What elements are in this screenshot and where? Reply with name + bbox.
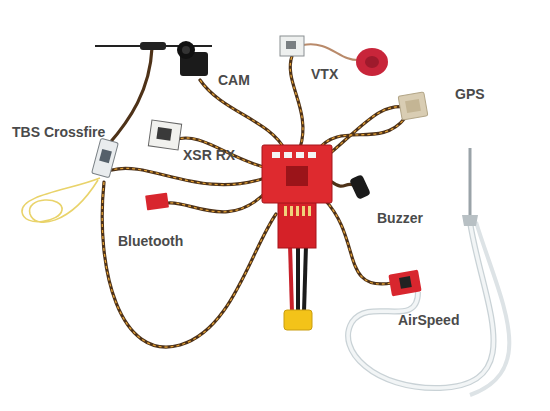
antenna-cable — [108, 48, 152, 145]
pitot-tube — [348, 222, 493, 388]
connector-group — [272, 152, 316, 158]
xsr-chip — [156, 127, 172, 141]
wire-group — [102, 48, 410, 347]
part-label: GPS — [455, 86, 485, 102]
wire — [168, 190, 268, 212]
wire-stripe — [168, 190, 268, 212]
crossfire-case — [92, 138, 119, 177]
connector — [272, 152, 280, 158]
antenna-hub — [140, 42, 166, 50]
pin-group — [284, 206, 311, 216]
crossfire-module — [92, 138, 119, 177]
pin — [296, 206, 299, 216]
wire-stripe — [322, 107, 410, 160]
wire — [102, 182, 276, 347]
vtx-antenna — [356, 48, 388, 76]
part-label: Bluetooth — [118, 233, 183, 249]
wire — [175, 138, 268, 168]
wire-stripe — [102, 182, 276, 347]
camera-lens-glass — [182, 46, 190, 54]
airspeed-board — [388, 270, 421, 297]
crossfire-chip — [99, 149, 112, 163]
wire-stripe — [200, 80, 285, 150]
pdb-board — [278, 200, 316, 248]
wire-stripe — [112, 168, 265, 184]
wire-stripe-group — [102, 56, 410, 347]
pitot-tube — [470, 222, 509, 395]
part-label: VTX — [311, 66, 338, 82]
part-label: AirSpeed — [398, 312, 459, 328]
part-label: CAM — [218, 72, 250, 88]
gps-patch — [405, 99, 421, 113]
vtx-board — [280, 36, 304, 56]
wire — [112, 168, 265, 184]
antenna-wire — [22, 178, 100, 222]
flight-controller — [262, 145, 332, 203]
fc-chip — [286, 166, 308, 186]
pin — [302, 206, 305, 216]
xt60-connector — [284, 310, 312, 330]
wire — [200, 80, 285, 150]
part-label: XSR RX — [183, 147, 235, 163]
pitot-fitting — [462, 215, 478, 226]
xsr-receiver — [148, 120, 181, 150]
pin — [308, 206, 311, 216]
power-lead — [296, 245, 300, 312]
power-lead — [304, 245, 306, 312]
vtx-antenna-hub — [365, 56, 379, 68]
pitot-tube-outline — [348, 222, 493, 388]
connector — [308, 152, 316, 158]
bluetooth-module — [145, 193, 169, 211]
connector — [284, 152, 292, 158]
wire-stripe — [290, 56, 303, 148]
coax-cable — [303, 44, 360, 60]
pin — [284, 206, 287, 216]
wire — [290, 56, 303, 148]
airspeed-sensor — [399, 276, 412, 289]
wire-stripe — [175, 138, 268, 168]
pitot-probe — [469, 148, 472, 215]
connector — [296, 152, 304, 158]
gps-module — [398, 92, 428, 120]
buzzer — [349, 174, 371, 200]
part-label: TBS Crossfire — [12, 124, 105, 140]
camera-lens — [177, 41, 195, 59]
vtx-chip — [286, 41, 296, 49]
power-lead — [290, 245, 292, 312]
part-label: Buzzer — [377, 210, 423, 226]
pin — [290, 206, 293, 216]
